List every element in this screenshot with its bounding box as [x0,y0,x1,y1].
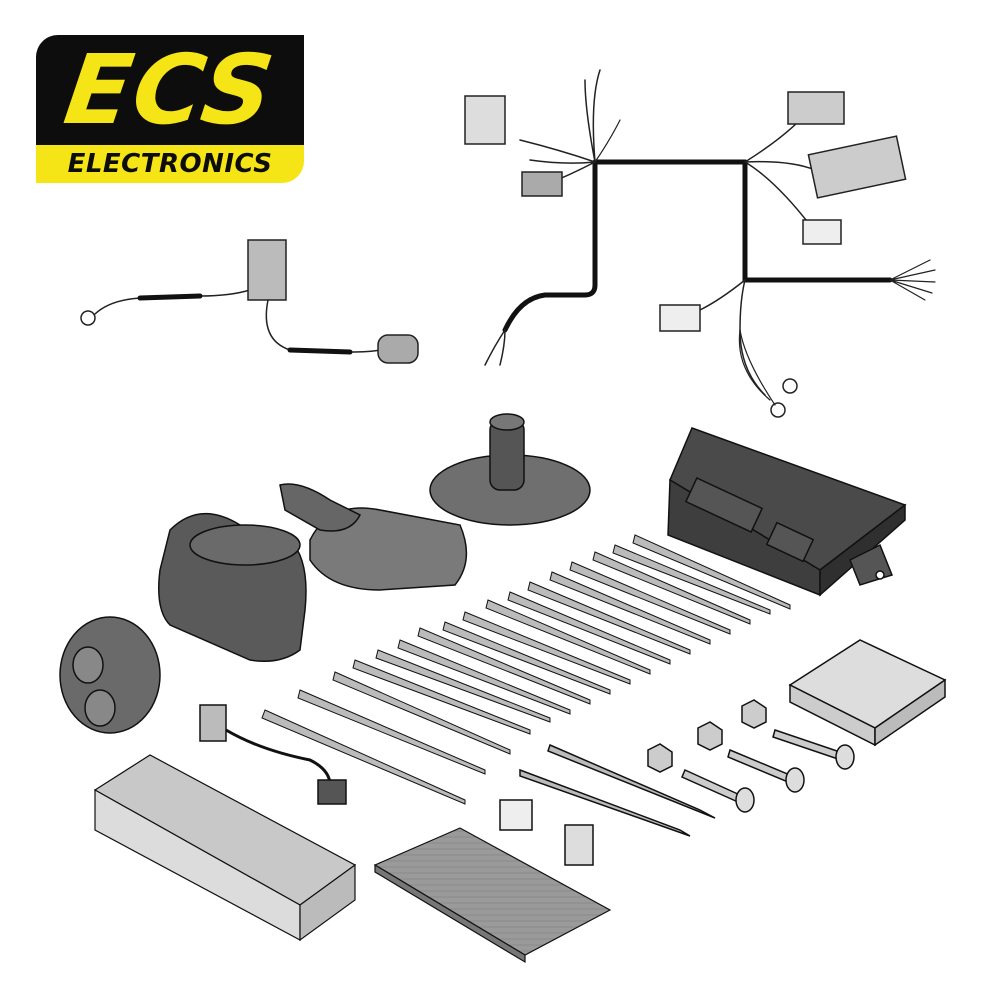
protective-sheet [373,827,612,964]
control-module [667,427,907,597]
instruction-leaflets [93,754,357,942]
fuse [564,824,594,866]
bolts [681,729,855,813]
earth-lead-with-connector [80,239,419,364]
fuse-holder [499,743,716,866]
nuts [647,699,767,773]
logo-black-panel [36,35,304,145]
buzzer-relay [199,704,347,805]
ecs-logo: ECS ELECTRONICS [36,34,304,183]
logo-subtitle: ELECTRONICS [67,149,273,179]
main-wiring-harness [464,69,936,418]
13-pin-socket [158,513,307,662]
logo-yellow-band [36,145,304,183]
cable-ties [261,534,791,805]
foam-pads [788,639,947,747]
rubber-grommet [59,616,161,734]
cable-grommet [279,413,591,532]
